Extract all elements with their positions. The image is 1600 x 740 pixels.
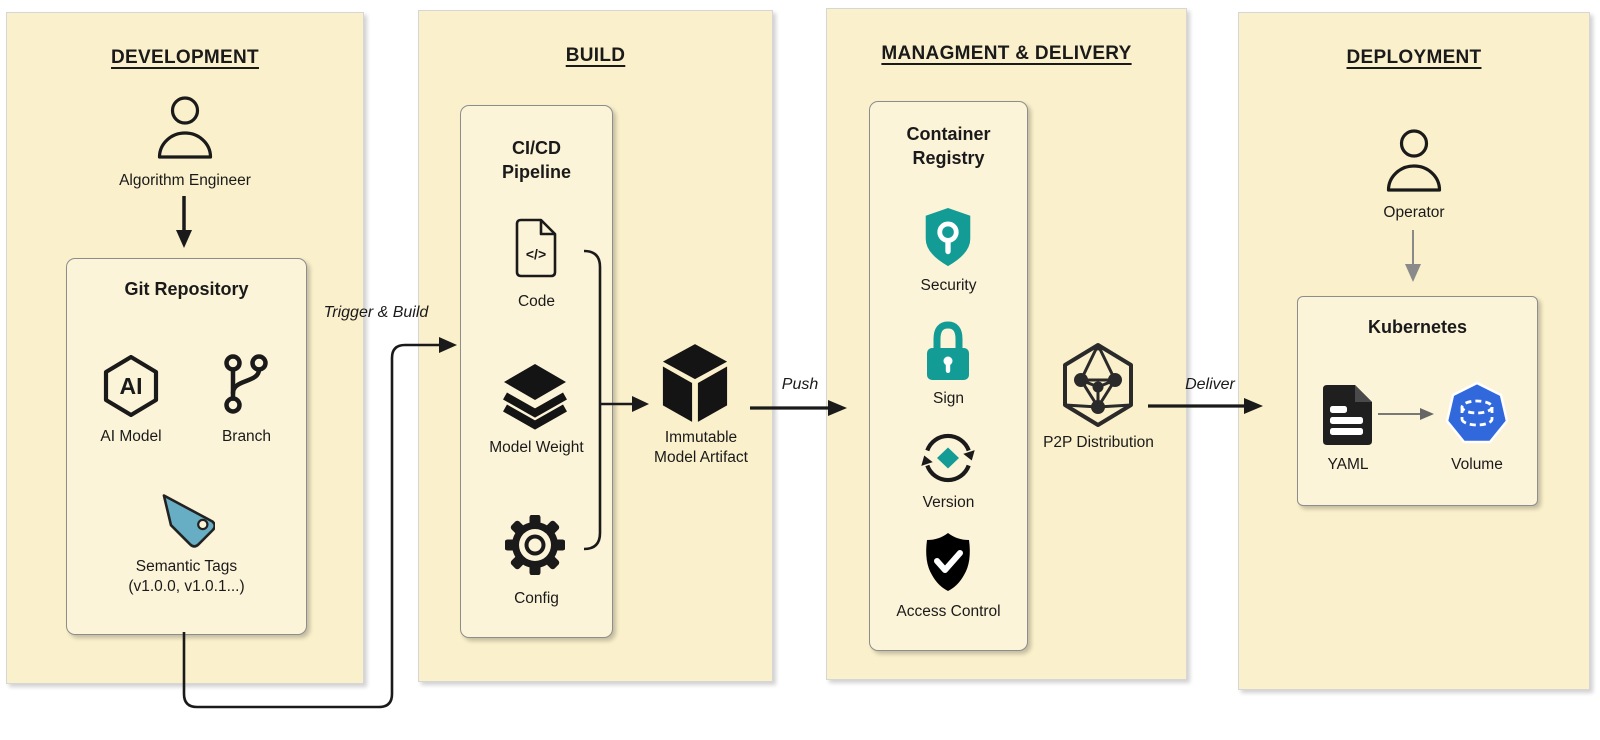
build-title: BUILD <box>565 45 626 66</box>
immutable-artifact-cube-icon <box>660 342 730 426</box>
operator-person-icon <box>1384 128 1444 194</box>
config-gear-icon <box>505 515 565 575</box>
cicd-pipeline-box: CI/CD Pipeline </> Code Model Weight <box>460 105 613 638</box>
container-registry-box: Container Registry Security Si <box>869 101 1028 651</box>
volume-heptagon-icon <box>1444 380 1510 446</box>
branch-label: Branch <box>221 428 272 445</box>
version-label: Version <box>922 494 975 511</box>
container-registry-title: Container Registry <box>870 122 1027 171</box>
cicd-pipeline-title: CI/CD Pipeline <box>461 136 612 185</box>
config-label: Config <box>514 590 559 607</box>
algorithm-engineer-label: Algorithm Engineer <box>119 172 251 189</box>
registry-title-line1: Container <box>906 124 991 144</box>
code-file-icon: </> <box>513 218 559 278</box>
panel-deployment: DEPLOYMENT Operator Kubernetes YAML <box>1238 12 1590 690</box>
ai-model-label: AI Model <box>100 428 162 445</box>
managment-delivery-title: MANAGMENT & DELIVERY <box>881 43 1132 64</box>
deliver-label: Deliver <box>1185 376 1235 393</box>
p2p-distribution-label: P2P Distribution <box>1043 434 1154 451</box>
yaml-file-icon <box>1320 383 1374 447</box>
ai-model-icon: AI <box>103 355 159 417</box>
panel-managment-delivery: MANAGMENT & DELIVERY Container Registry … <box>826 8 1187 680</box>
model-weight-label: Model Weight <box>489 439 584 456</box>
volume-label: Volume <box>1451 456 1503 473</box>
access-control-label: Access Control <box>896 603 1001 620</box>
branch-icon <box>223 353 269 415</box>
deployment-title: DEPLOYMENT <box>1346 47 1482 68</box>
artifact-label-line1: Immutable <box>664 429 738 446</box>
cicd-title-line1: CI/CD <box>512 138 561 158</box>
git-repository-title: Git Repository <box>124 279 249 299</box>
ai-badge-text: AI <box>120 373 143 399</box>
panel-development: DEVELOPMENT Algorithm Engineer Git Repos… <box>6 12 364 684</box>
code-glyph-text: </> <box>526 246 546 262</box>
semantic-tags-label: Semantic Tags <box>135 558 238 575</box>
code-label: Code <box>517 293 556 310</box>
push-label: Push <box>781 376 819 393</box>
git-repository-box: Git Repository AI AI Model Branch <box>66 258 307 635</box>
operator-label: Operator <box>1383 204 1445 221</box>
sign-lock-icon <box>922 318 974 382</box>
security-shield-icon <box>920 206 976 268</box>
sign-label: Sign <box>932 390 965 407</box>
cicd-title-line2: Pipeline <box>501 162 572 183</box>
kubernetes-title: Kubernetes <box>1367 317 1468 337</box>
panel-build: BUILD CI/CD Pipeline </> Code <box>418 10 773 682</box>
yaml-label: YAML <box>1327 456 1369 473</box>
p2p-distribution-icon <box>1060 341 1136 427</box>
semantic-tags-versions: (v1.0.0, v1.0.1...) <box>128 578 245 595</box>
access-control-shield-icon <box>918 530 978 592</box>
artifact-label-line2: Model Artifact <box>654 449 748 466</box>
development-title: DEVELOPMENT <box>111 47 259 68</box>
semantic-tag-icon <box>151 481 215 551</box>
kubernetes-box: Kubernetes YAML <box>1297 296 1538 506</box>
model-weight-layers-icon <box>502 362 568 432</box>
version-cycle-icon <box>919 429 977 487</box>
algorithm-engineer-person-icon <box>155 95 215 161</box>
registry-title-line2: Registry <box>912 148 985 169</box>
security-label: Security <box>920 277 977 294</box>
trigger-build-label: Trigger & Build <box>323 304 429 321</box>
